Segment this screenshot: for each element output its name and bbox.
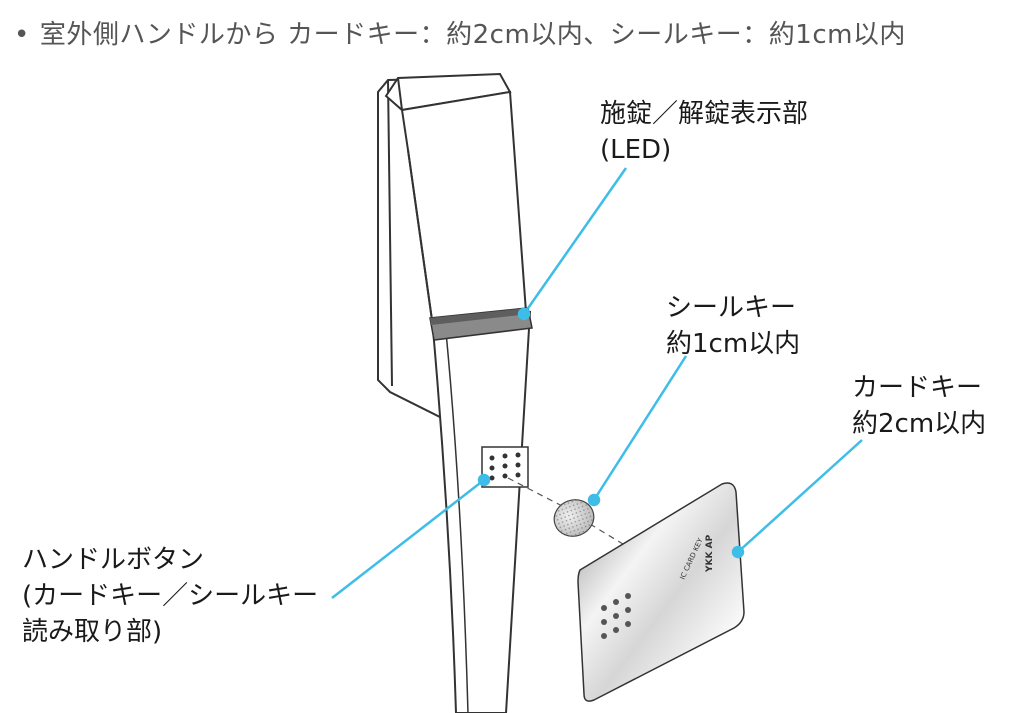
- card-key: IC CARD KEY YKK AP: [577, 482, 745, 702]
- leader-led: [522, 167, 628, 315]
- label-led-line1: 施錠／解錠表示部: [600, 99, 809, 129]
- label-handle-button: ハンドルボタン (カードキー／シールキー 読み取り部): [22, 542, 318, 650]
- leader-seal: [592, 355, 688, 501]
- label-handle-button-line1: ハンドルボタン: [22, 545, 205, 575]
- leader-card: [737, 439, 863, 553]
- label-handle-button-line2: (カードキー／シールキー: [22, 581, 319, 611]
- label-card-key-line2: 約2cm以内: [852, 409, 987, 439]
- label-seal-key: シールキー 約1cm以内: [666, 290, 800, 362]
- seal-key: [553, 499, 595, 537]
- label-card-key: カードキー 約2cm以内: [852, 370, 986, 442]
- handle-head: [384, 72, 528, 322]
- handle-body: [430, 310, 532, 713]
- led-band: [429, 307, 533, 341]
- leader-handle: [331, 479, 485, 599]
- label-led-line2: (LED): [600, 135, 672, 165]
- leader-lines: [331, 167, 863, 599]
- bullet: •: [14, 20, 30, 50]
- label-seal-key-line2: 約1cm以内: [666, 329, 801, 359]
- headline-text: 室外側ハンドルから カードキー：約2cm以内、シールキー：約1cm以内: [39, 20, 906, 50]
- label-seal-key-line1: シールキー: [666, 293, 797, 323]
- card-logo-text: YKK AP: [705, 534, 715, 573]
- label-handle-button-line3: 読み取り部): [22, 617, 163, 647]
- headline: • 室外側ハンドルから カードキー：約2cm以内、シールキー：約1cm以内: [14, 14, 906, 51]
- label-card-key-line1: カードキー: [852, 373, 983, 403]
- label-led: 施錠／解錠表示部 (LED): [600, 96, 808, 168]
- card-dots: [601, 593, 631, 639]
